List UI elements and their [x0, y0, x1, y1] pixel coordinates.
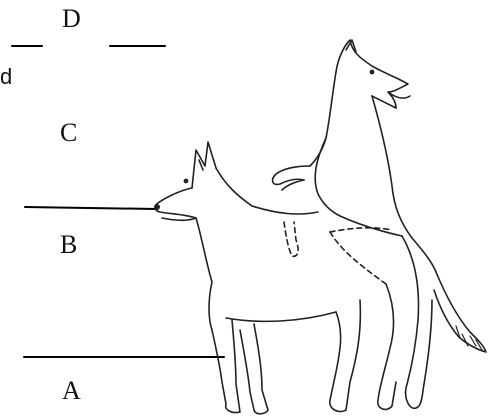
leader-line-b	[24, 206, 157, 210]
label-a: A	[62, 376, 81, 405]
label-b: B	[60, 230, 78, 259]
label-c: C	[60, 118, 78, 147]
label-d: D	[62, 4, 81, 33]
cut-off-text: d	[0, 64, 13, 89]
dog-figure	[154, 141, 393, 415]
wolf-figure	[271, 39, 487, 411]
